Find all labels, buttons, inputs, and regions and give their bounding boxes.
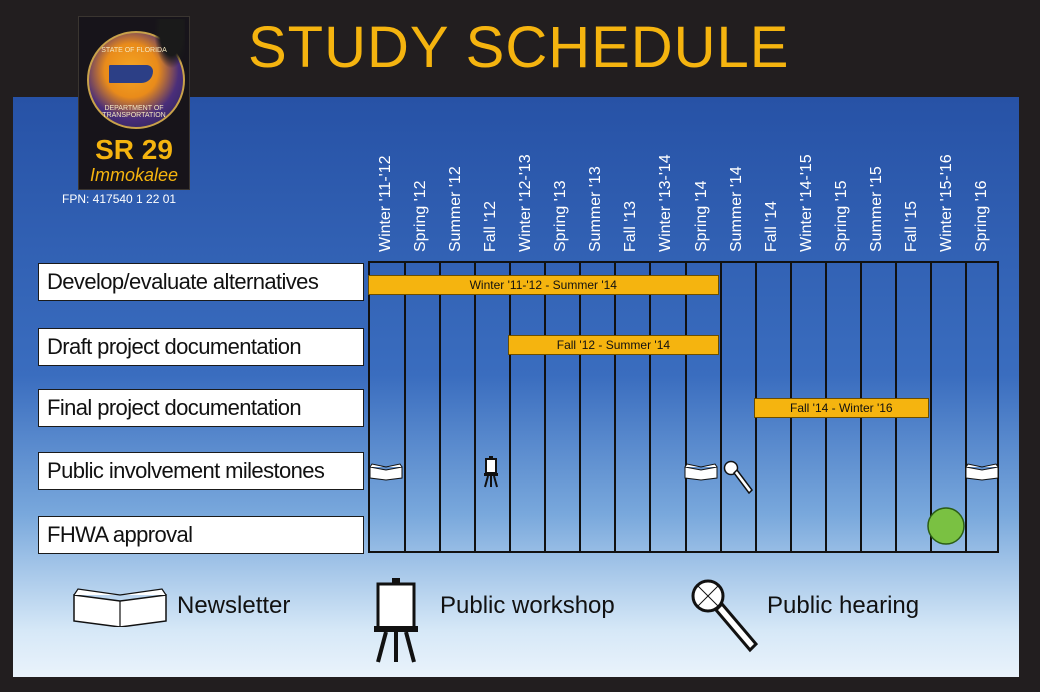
- legend-workshop-label: Public workshop: [440, 592, 615, 619]
- sr29-logo: STATE OF FLORIDA DEPARTMENT OF TRANSPORT…: [78, 16, 190, 190]
- column-header: Summer '14: [727, 166, 745, 252]
- logo-city: Immokalee: [89, 165, 179, 185]
- task-label: Develop/evaluate alternatives: [38, 263, 364, 301]
- column-header: Winter '12-'13: [517, 154, 535, 252]
- task-bar: Fall '12 - Summer '14: [508, 335, 719, 355]
- milestone-hearing-icon: [723, 460, 754, 494]
- approval-milestone-icon: [927, 507, 966, 545]
- column-header: Fall '15: [902, 200, 920, 252]
- column-header: Winter '15-'16: [937, 154, 955, 252]
- column-header: Spring '15: [832, 180, 850, 252]
- column-header: Winter '13-'14: [657, 154, 675, 252]
- grid-column-divider: [404, 263, 407, 551]
- column-header: Summer '15: [867, 166, 885, 252]
- grid-column-divider: [649, 263, 652, 551]
- palm-tree-icon: [151, 19, 185, 75]
- microphone-icon: [691, 579, 759, 653]
- grid-column-divider: [439, 263, 442, 551]
- grid-column-divider: [474, 263, 477, 551]
- grid-column-divider: [929, 263, 932, 551]
- newsletter-icon: [73, 588, 167, 627]
- schedule-panel: [13, 97, 1019, 677]
- legend-hearing-label: Public hearing: [767, 592, 920, 619]
- column-header: Summer '13: [587, 166, 605, 252]
- column-header: Spring '16: [973, 180, 991, 252]
- grid-column-divider: [509, 263, 512, 551]
- column-header: Spring '14: [692, 180, 710, 252]
- grid-column-divider: [614, 263, 617, 551]
- grid-column-divider: [579, 263, 582, 551]
- easel-icon: [374, 578, 418, 663]
- milestone-newsletter-icon: [684, 463, 718, 481]
- column-header: Fall '14: [762, 200, 780, 252]
- task-bar: Fall '14 - Winter '16: [753, 398, 929, 418]
- page-title: STUDY SCHEDULE: [248, 15, 790, 80]
- task-bar: Winter '11-'12 - Summer '14: [368, 275, 719, 295]
- grid-column-divider: [719, 263, 722, 551]
- task-label: Public involvement milestones: [38, 452, 364, 490]
- column-header: Spring '13: [552, 180, 570, 252]
- logo-route: SR 29: [95, 134, 173, 165]
- task-label: FHWA approval: [38, 516, 364, 554]
- column-header: Fall '13: [622, 200, 640, 252]
- logo-ring-top: STATE OF FLORIDA: [101, 47, 167, 54]
- milestone-newsletter-icon: [965, 463, 999, 481]
- logo-ring-bottom: DEPARTMENT OF TRANSPORTATION: [102, 105, 166, 119]
- florida-map-icon: [109, 65, 153, 83]
- grid-column-divider: [965, 263, 968, 551]
- column-header: Winter '11-'12: [377, 155, 394, 252]
- column-header: Fall '12: [482, 200, 500, 252]
- grid-column-divider: [544, 263, 547, 551]
- column-header: Spring '12: [412, 180, 430, 252]
- task-label: Draft project documentation: [38, 328, 364, 366]
- legend-newsletter-label: Newsletter: [177, 592, 291, 619]
- fpn-number: FPN: 417540 1 22 01: [62, 192, 177, 206]
- task-label: Final project documentation: [38, 389, 364, 427]
- grid-column-divider: [684, 263, 687, 551]
- column-header: Summer '12: [447, 166, 465, 252]
- milestone-workshop-icon: [483, 456, 498, 488]
- milestone-newsletter-icon: [369, 463, 403, 481]
- column-header: Winter '14-'15: [797, 154, 815, 252]
